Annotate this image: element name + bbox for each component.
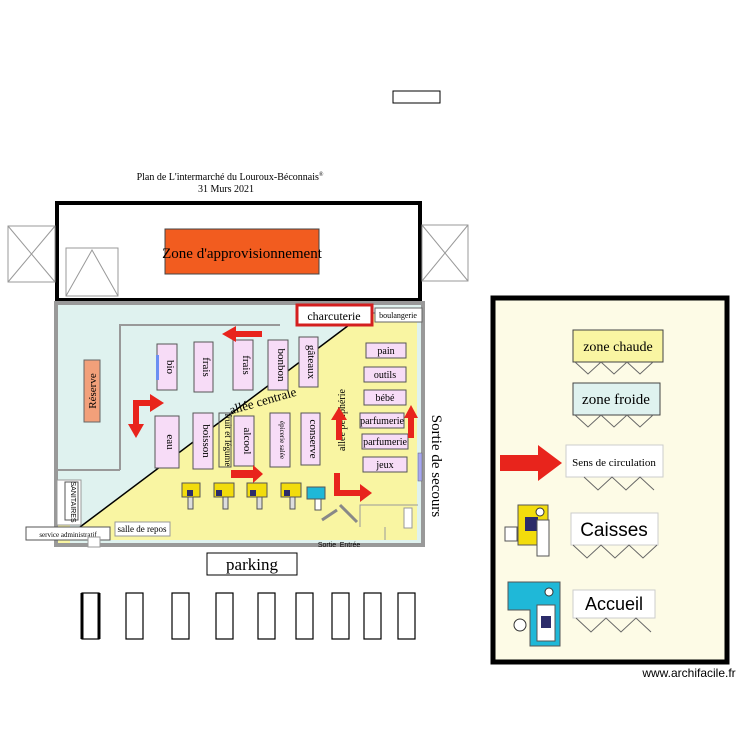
shelf-bio: bio: [164, 360, 176, 375]
watermark: www.archifacile.fr: [641, 666, 735, 680]
charcuterie-label: charcuterie: [307, 309, 360, 323]
arrow-corner-icon: [334, 473, 372, 502]
legend-caisses: Caisses: [580, 520, 648, 541]
checkout-1: [181, 482, 201, 510]
arrow-turn-icon: [128, 394, 164, 438]
parking-space-marks: [84, 602, 413, 630]
reserve-zone: [83, 359, 101, 423]
plan-title: Plan de L'intermarché du Louroux-Béconna…: [137, 171, 324, 183]
loading-dock-left: [7, 225, 56, 283]
legend-accueil: Accueil: [585, 594, 643, 614]
arrow-right-icon-1: [231, 465, 263, 483]
accueil-desk: [306, 486, 326, 511]
service-admin-label: service administratif: [39, 531, 97, 539]
reserve-label: Réserve: [87, 373, 99, 409]
legend-accueil-deco: [575, 617, 652, 633]
shelf-parfumerie-1: parfumerie: [360, 416, 404, 427]
legend-caisses-deco: [572, 544, 658, 559]
sanitaires-label: SANITAIRES: [69, 481, 76, 522]
shelf-conserve: conserve: [307, 419, 319, 458]
entree-label: Entrée: [340, 542, 361, 549]
circulation-arrows: [128, 326, 418, 502]
sortie-label: Sortie: [318, 542, 336, 549]
shelf-boisson: boisson: [200, 424, 212, 458]
loading-dock-right: [421, 224, 469, 282]
emergency-door: [417, 452, 423, 482]
checkout-2: [213, 482, 235, 510]
shelf-bebe: bébé: [376, 393, 395, 404]
shelves-right: pain outils bébé parfumerie parfumerie j…: [359, 342, 409, 473]
sortie-secours-label: Sortie de secours: [428, 415, 444, 518]
legend-caisses-box: [570, 512, 659, 546]
legend-zone-chaude-swatch: [572, 329, 664, 363]
loading-dock-mid: [65, 247, 119, 297]
shelf-jeux: jeux: [375, 460, 393, 471]
shelf-bonbon: bonbon: [275, 349, 287, 383]
legend-zone-froide: zone froide: [582, 392, 650, 408]
shelves-bottom: eau boisson fruit et légume alcool épice…: [154, 412, 321, 470]
shelf-frais-2: frais: [240, 355, 252, 375]
arrow-left-icon: [222, 326, 262, 342]
supply-zone: [164, 228, 320, 275]
legend-sens-box: [565, 444, 664, 478]
shelf-pain: pain: [377, 346, 394, 357]
legend-zone-froide-deco: [574, 414, 654, 428]
shelf-outils: outils: [374, 370, 396, 381]
legend-sens-deco: [583, 476, 655, 491]
shelf-parfumerie-2: parfumerie: [363, 437, 407, 448]
legend-checkout-icon: [504, 504, 550, 557]
charcuterie-counter: [295, 303, 374, 327]
shelf-alcool: alcool: [241, 428, 253, 455]
shelf-epicerie: épicerie salée: [278, 421, 286, 459]
boulangerie-label: boulangerie: [379, 311, 417, 320]
legend-accueil-box: [572, 589, 656, 619]
legend-accueil-icon: [507, 581, 561, 647]
checkout-lanes: [181, 482, 326, 511]
shelf-eau: eau: [164, 434, 176, 450]
legend-zone-chaude: zone chaude: [583, 340, 653, 355]
shelf-gateaux: gâteaux: [305, 345, 317, 380]
shelves-top: bio frais frais bonbon gâteaux: [156, 336, 319, 393]
parking-label: parking: [226, 555, 278, 574]
legend-arrow-icon: [500, 445, 562, 481]
shelf-frais-1: frais: [200, 357, 212, 377]
boulangerie-counter: [374, 307, 423, 323]
checkout-4: [280, 482, 302, 510]
entrance-frame: [359, 504, 418, 540]
supply-zone-label: Zone d'approvisionnement: [162, 246, 323, 262]
salle-repos-label: salle de repos: [118, 524, 167, 534]
shelf-fruits: fruit et légume: [223, 414, 233, 467]
empty-box: [392, 90, 441, 104]
parking-sign: [206, 552, 298, 576]
arrow-up-icon-2: [404, 405, 418, 438]
bottom-left-rooms: SANITAIRES salle de repos service admini…: [25, 479, 171, 548]
legend-zone-froide-swatch: [572, 382, 661, 416]
legend-sens: Sens de circulation: [572, 457, 656, 469]
entrance-doors: [321, 503, 359, 524]
checkout-3: [246, 482, 268, 510]
plan-date: 31 Murs 2021: [198, 184, 254, 195]
legend-zone-chaude-deco: [574, 361, 654, 375]
arrow-up-icon-1: [331, 407, 347, 440]
